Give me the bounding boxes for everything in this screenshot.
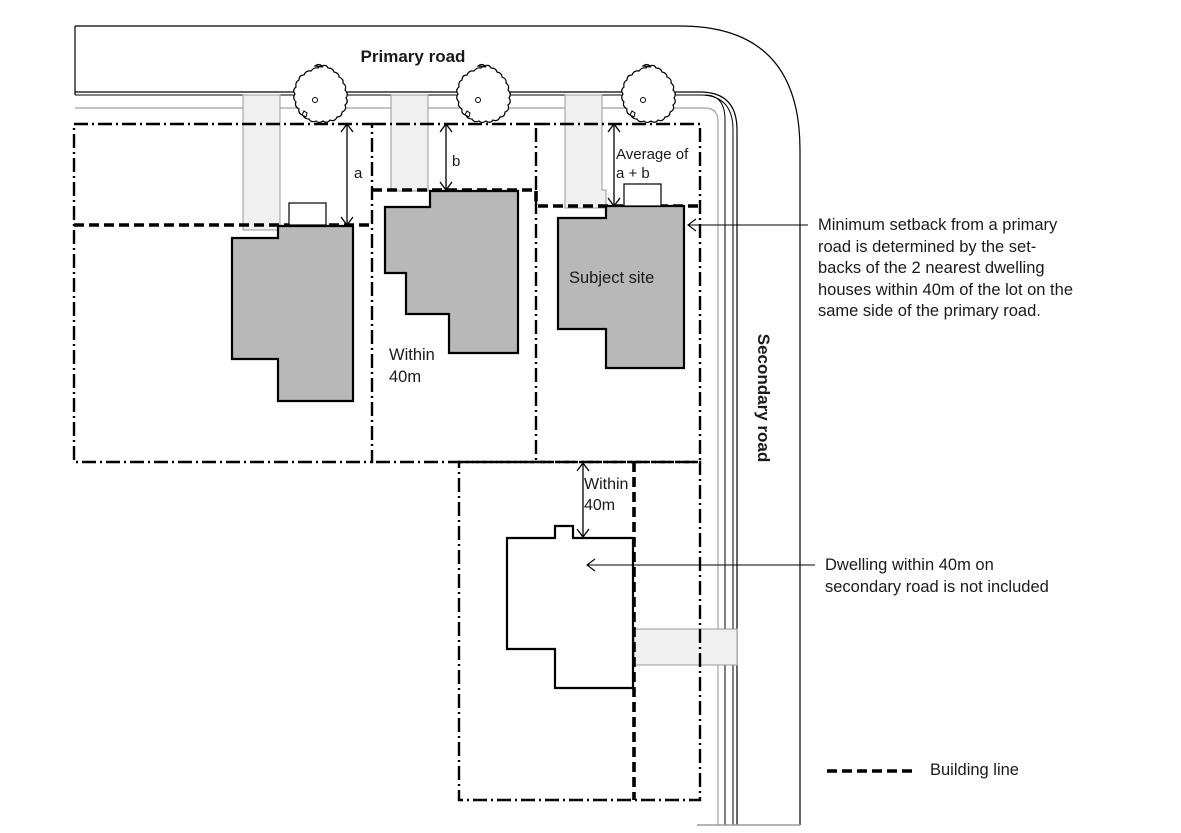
subject-porch (623, 183, 662, 207)
dwelling-a-porch (288, 202, 327, 226)
setback-note-line: Minimum setback from a primary (818, 216, 1058, 234)
within-40m-label-line2: 40m (389, 368, 421, 386)
setback-note-line: houses within 40m of the lot on the (818, 280, 1073, 299)
tree-icon (456, 63, 511, 124)
leader-arrow-secondary (586, 558, 815, 572)
secondary-note-line: secondary road is not included (825, 577, 1049, 596)
footpath-edge (75, 107, 719, 825)
primary-road-label: Primary road (361, 47, 466, 66)
secondary-road-label: Secondary road (754, 334, 773, 463)
driveway-4 (633, 628, 738, 666)
dwelling-secondary-road (505, 524, 635, 690)
leader-arrow-setback (687, 218, 808, 232)
lot-boundary-1 (72, 122, 374, 464)
average-label-line2: a + b (616, 165, 650, 182)
subject-site-label: Subject site (569, 269, 654, 287)
lot-boundary-2 (372, 122, 538, 464)
dimension-within-40m-lower (576, 461, 590, 539)
dwelling-b (383, 189, 520, 355)
legend-building-line-label: Building line (930, 761, 1019, 779)
driveway-1 (242, 94, 281, 231)
setback-note-line: backs of the 2 nearest dwelling (818, 259, 1045, 277)
within-40m-lower-line2: 40m (584, 497, 615, 514)
setback-note: Minimum setback from a primary road is d… (818, 215, 1073, 323)
building-line-2 (372, 188, 538, 205)
driveway-2 (390, 94, 429, 192)
tree-icon (621, 63, 676, 124)
dwelling-a (230, 224, 355, 403)
dimension-a (340, 122, 354, 227)
dimension-b-label: b (452, 153, 460, 170)
dimension-a-label: a (354, 165, 363, 182)
lot-boundary-3 (536, 122, 702, 464)
lot-boundary-4 (457, 460, 702, 802)
within-40m-lower-line1: Within (584, 476, 628, 493)
secondary-note-line: Dwelling within 40m on (825, 556, 994, 574)
road-outer-edge (75, 25, 801, 825)
driveway-3 (564, 94, 607, 209)
tree-icon (293, 63, 348, 124)
within-40m-label-line1: Within (389, 346, 435, 364)
primary-road-kerb-inner (75, 94, 734, 825)
dimension-b (439, 122, 453, 192)
primary-road-kerb (75, 91, 738, 825)
setback-note-line: road is determined by the set- (818, 237, 1037, 256)
road-kerb-3 (704, 94, 726, 825)
average-label-line1: Average of (616, 146, 689, 163)
secondary-road-note: Dwelling within 40m on secondary road is… (825, 555, 1049, 598)
dwelling-subject-site (556, 204, 686, 370)
dimension-average (607, 122, 621, 208)
setback-note-line: same side of the primary road. (818, 302, 1041, 320)
